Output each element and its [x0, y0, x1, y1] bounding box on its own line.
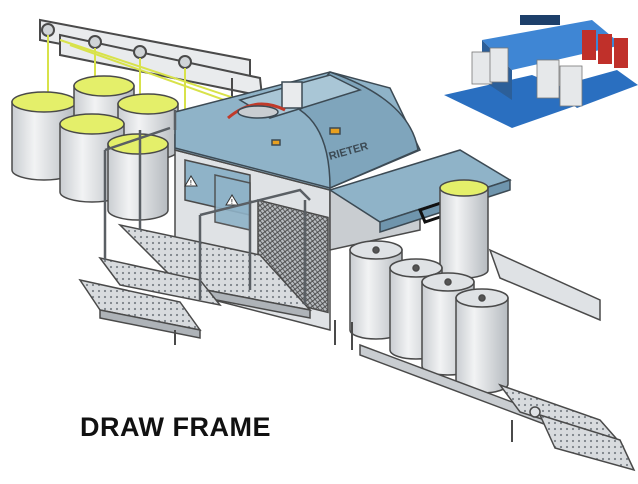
warning-icon: ! [225, 194, 239, 206]
diagram-caption: DRAW FRAME [80, 412, 271, 442]
svg-text:!: ! [231, 198, 234, 206]
sliver-can [455, 288, 509, 394]
warning-icon: ! [184, 175, 198, 187]
inset-machine-image [442, 0, 638, 142]
creel-cans [11, 75, 179, 221]
operator-platform [78, 223, 313, 339]
safety-railing [103, 110, 311, 305]
support-legs [174, 320, 513, 442]
coiler-cans-back [439, 179, 489, 279]
creel-can [107, 133, 169, 221]
coiler-cans [349, 240, 509, 394]
svg-text:!: ! [190, 179, 193, 187]
can-conveyor [359, 248, 636, 472]
drafting-hood [174, 71, 422, 190]
inset-photo [442, 0, 638, 142]
